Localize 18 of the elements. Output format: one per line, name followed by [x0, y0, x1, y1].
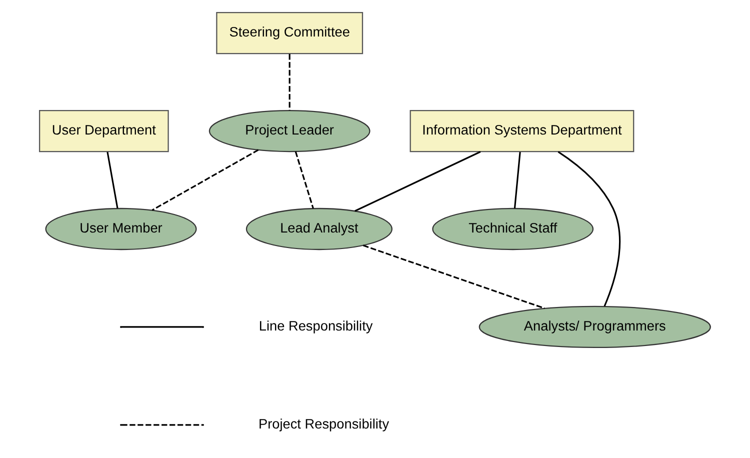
- node-box: Steering Committee: [216, 12, 364, 54]
- connector: [294, 151, 314, 209]
- node-box: Information Systems Department: [410, 110, 634, 152]
- connector: [288, 54, 290, 110]
- connector: [152, 149, 259, 211]
- legend-label: Line Responsibility: [258, 318, 373, 334]
- node-ellipse: Lead Analyst: [246, 208, 393, 250]
- node-ellipse: User Member: [45, 208, 197, 250]
- node-ellipse: Project Leader: [208, 110, 370, 152]
- legend-label: Project Responsibility: [258, 416, 390, 432]
- connector: [514, 152, 521, 208]
- connector: [362, 244, 545, 310]
- connector: [558, 151, 621, 306]
- node-ellipse: Analysts/ Programmers: [478, 306, 711, 348]
- connector: [354, 151, 481, 212]
- node-ellipse: Technical Staff: [432, 208, 594, 250]
- node-box: User Department: [38, 110, 169, 152]
- connector: [106, 152, 118, 209]
